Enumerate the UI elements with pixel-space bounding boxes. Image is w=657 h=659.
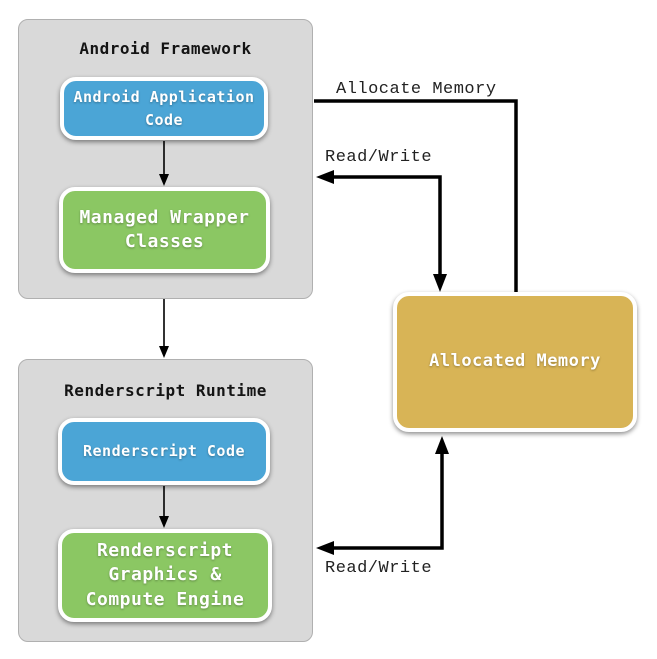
- managed-wrapper-classes-node: Managed Wrapper Classes: [59, 187, 270, 273]
- read-write-bottom-arrow: [316, 436, 449, 555]
- allocate-memory-label: Allocate Memory: [336, 80, 497, 99]
- android-framework-title: Android Framework: [79, 39, 252, 58]
- read-write-bottom-label: Read/Write: [325, 559, 433, 578]
- read-write-top-arrow: [316, 170, 447, 292]
- renderscript-runtime-title: Renderscript Runtime: [64, 381, 267, 400]
- renderscript-code-node: Renderscript Code: [58, 418, 270, 485]
- framework-to-runtime-arrow: [159, 299, 169, 358]
- renderscript-graphics-compute-engine-node: Renderscript Graphics & Compute Engine: [58, 529, 272, 622]
- allocated-memory-node: Allocated Memory: [393, 292, 637, 432]
- read-write-top-label: Read/Write: [325, 148, 433, 167]
- android-application-code-node: Android Application Code: [60, 77, 268, 140]
- allocate-memory-arrow: [314, 99, 518, 292]
